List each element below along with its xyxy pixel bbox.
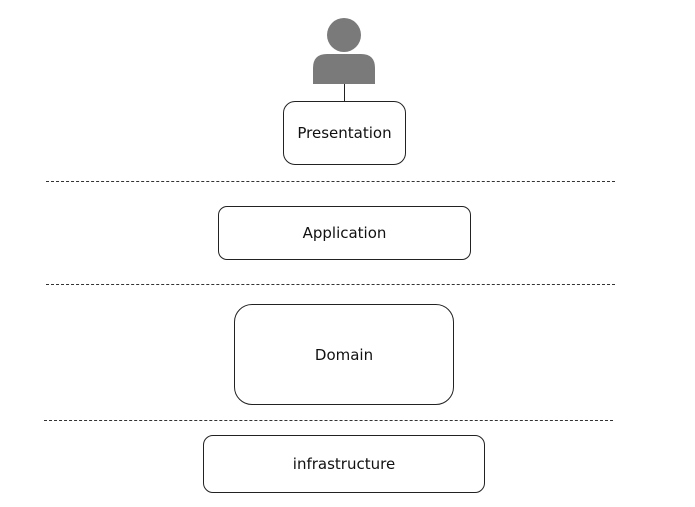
domain-layer-label: Domain	[314, 345, 374, 364]
user-icon	[313, 18, 375, 84]
application-layer-box: Application	[218, 206, 471, 260]
infrastructure-layer-label: infrastructure	[292, 455, 396, 473]
user-connector-line	[344, 84, 345, 101]
presentation-layer-label: Presentation	[297, 124, 392, 142]
domain-layer-box: Domain	[234, 304, 454, 405]
layer-divider-3	[44, 420, 613, 421]
layer-divider-1	[46, 181, 615, 182]
application-layer-label: Application	[302, 224, 387, 242]
layer-divider-2	[46, 284, 615, 285]
presentation-layer-box: Presentation	[283, 101, 406, 165]
infrastructure-layer-box: infrastructure	[203, 435, 485, 493]
